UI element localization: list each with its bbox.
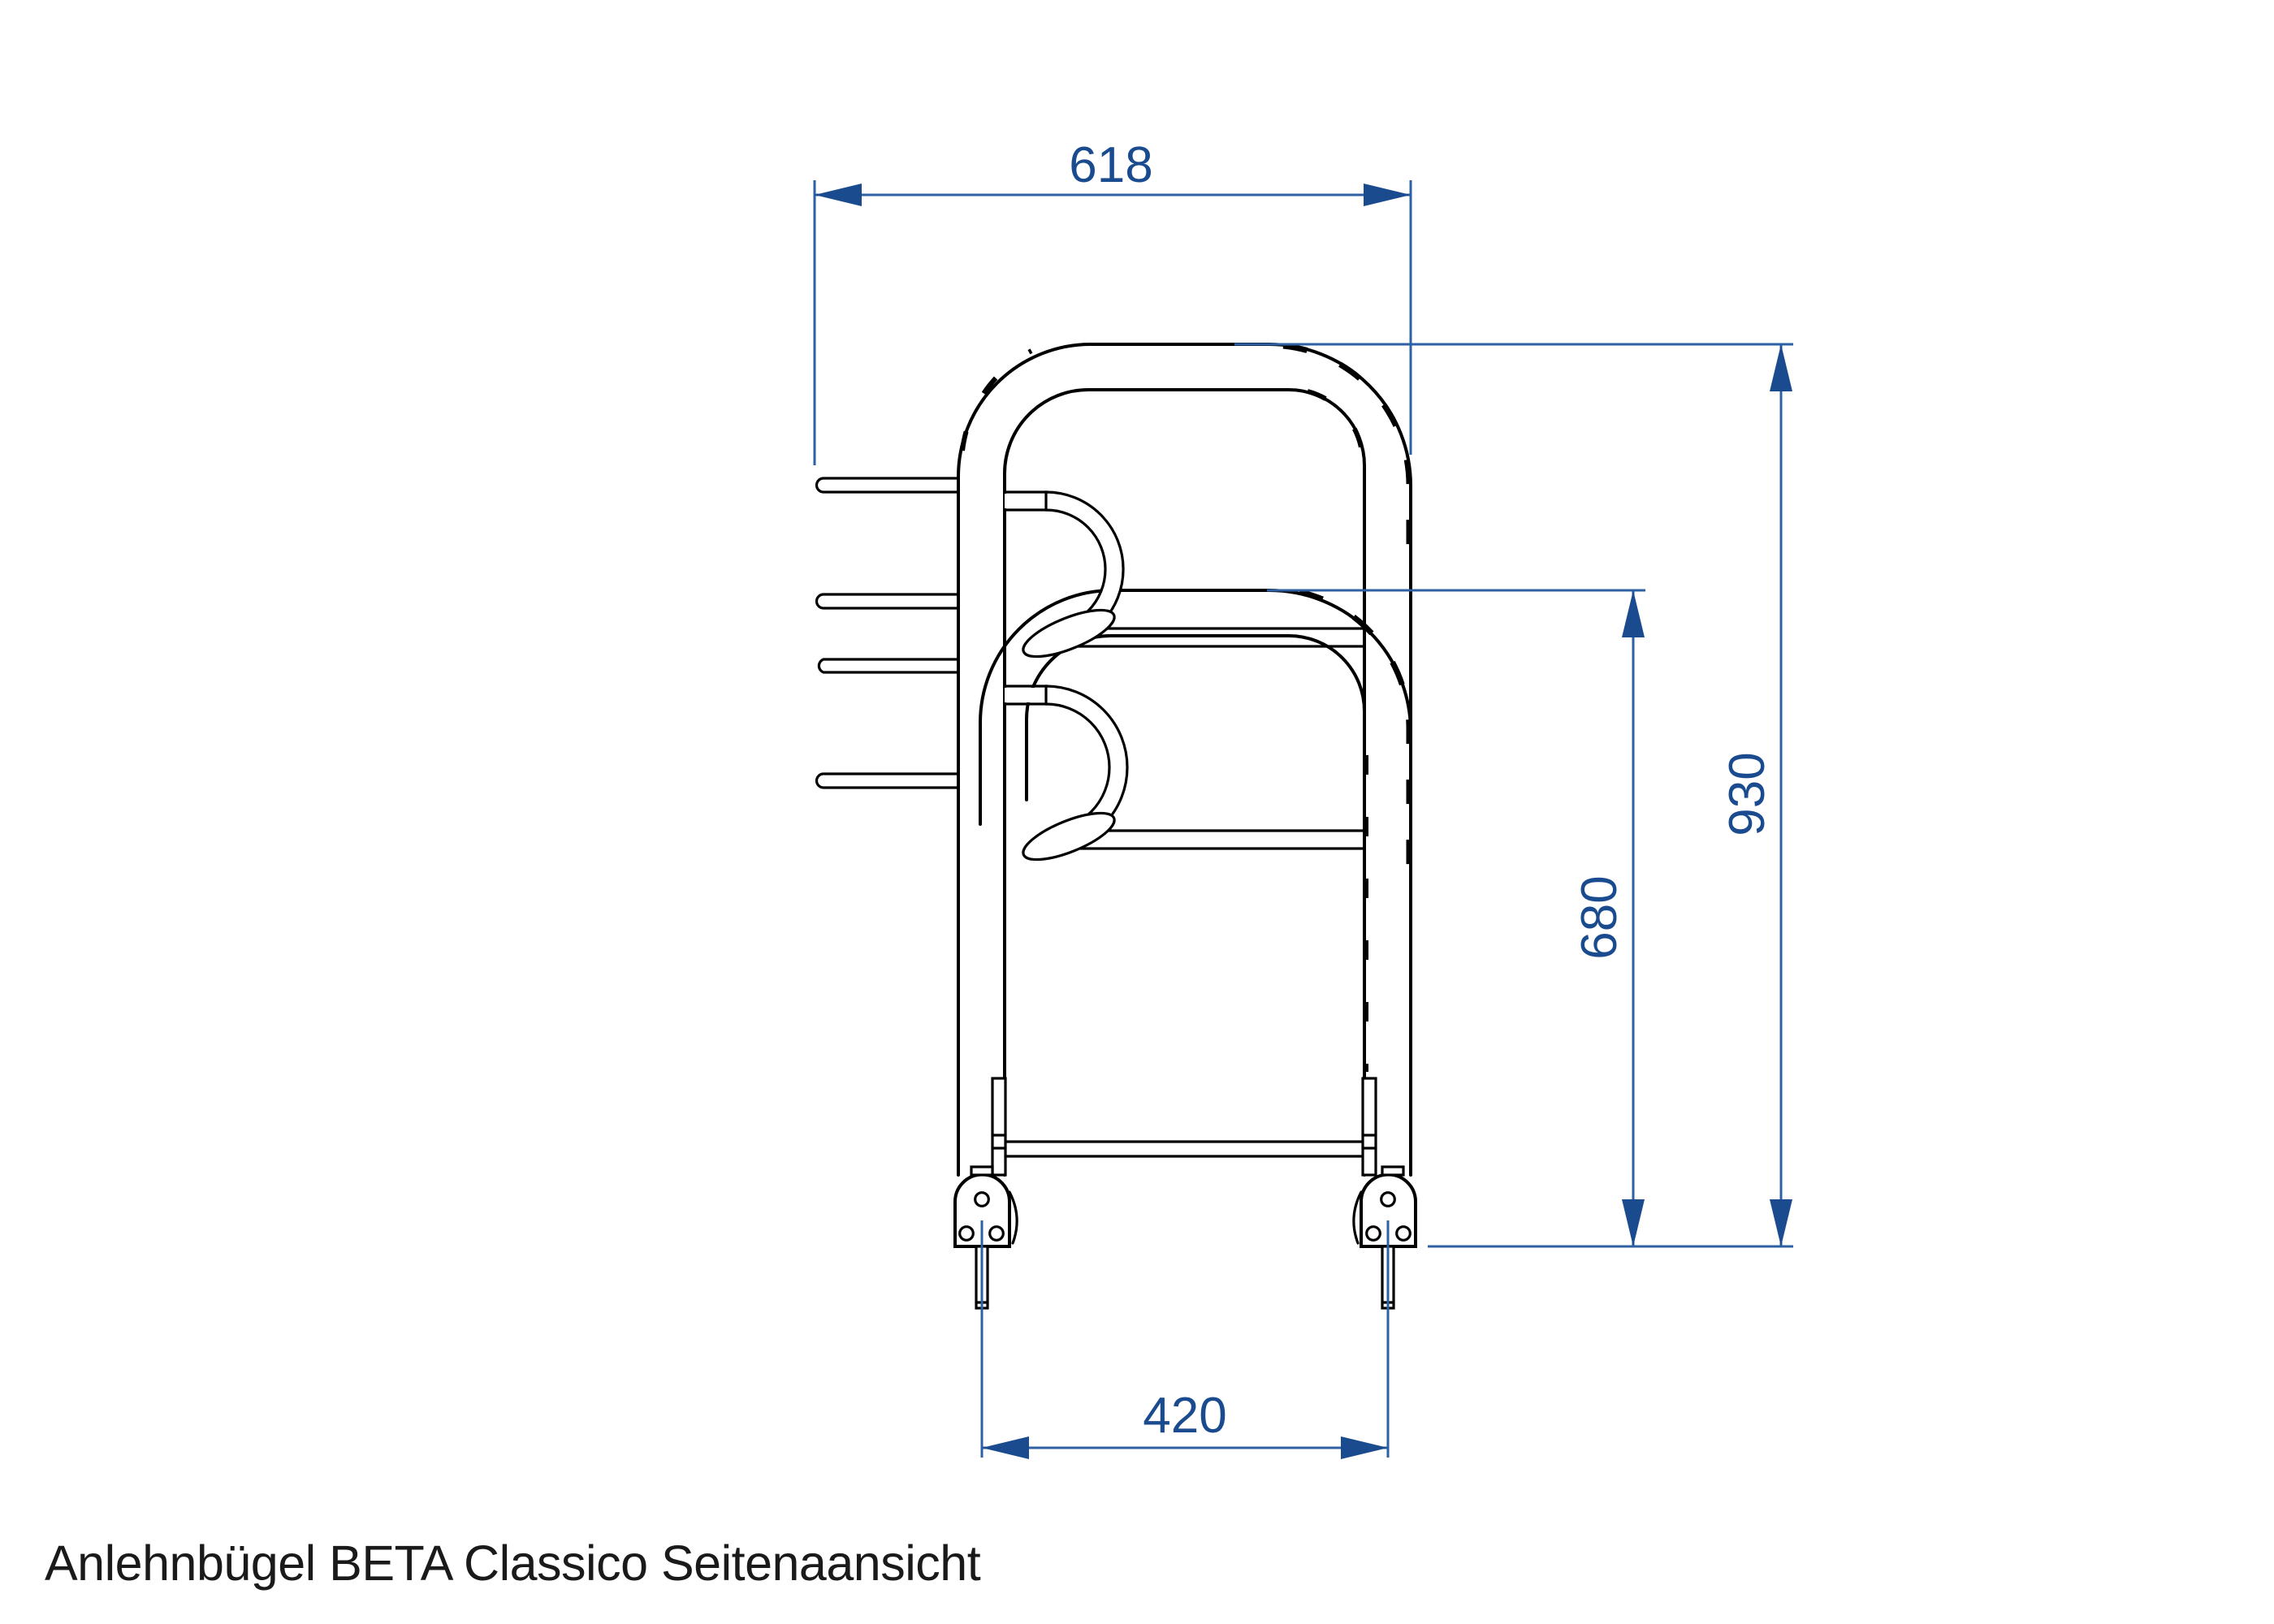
dash-top-right-arc	[1282, 343, 1412, 552]
dim-420-arrow-right	[1341, 1436, 1388, 1459]
dimension-618: 618	[813, 137, 1412, 465]
upper-rail-curl	[1003, 490, 1366, 659]
upper-curl-entry	[1003, 490, 1049, 512]
dim-420-arrow-left	[982, 1436, 1029, 1459]
left-bracket-hole-br	[988, 1225, 1005, 1242]
dash-top-right-inner-arc	[1307, 389, 1365, 464]
dim-420-value: 420	[1143, 1388, 1226, 1444]
bottom-crossbar	[1003, 1140, 1366, 1158]
left-bracket-bolt-cap	[970, 1165, 994, 1177]
rear-tube-dashes	[960, 343, 1412, 1072]
left-bracket-hole-top	[974, 1191, 990, 1207]
dim-618-arrow-right	[1364, 184, 1411, 206]
rail-stubs	[815, 477, 960, 789]
left-clamp-bar-notches	[991, 1134, 1007, 1150]
lower-hoop-inner-line	[1025, 634, 1366, 801]
dash-top-left-arc	[960, 348, 1033, 451]
dim-680-arrow-bottom	[1622, 1199, 1645, 1246]
dim-680-value: 680	[1571, 875, 1628, 959]
lower-hoop-outer-line	[979, 589, 1412, 826]
right-clamp-bar	[1361, 1077, 1377, 1177]
upper-curl-loop	[1022, 608, 1116, 659]
dimension-930: 930	[1234, 343, 1793, 1248]
rail-stub-1	[815, 477, 960, 494]
lower-curl-entry	[1003, 685, 1049, 706]
bottom-crossbar-lines	[1003, 1140, 1366, 1158]
right-bracket-hole-top	[1380, 1191, 1396, 1207]
right-bracket-hole-br	[1395, 1225, 1412, 1242]
dimension-420: 420	[980, 1220, 1390, 1459]
upper-curl-entry-fill	[1005, 494, 1048, 508]
drawing-caption: Anlehnbügel BETA Classico Seitenaansicht	[45, 1535, 981, 1591]
floor-bracket-left	[953, 1077, 1018, 1310]
right-bracket-hole-bl	[1365, 1225, 1381, 1242]
dim-618-arrow-left	[815, 184, 862, 206]
right-bracket-side-plate	[1352, 1190, 1363, 1245]
left-bracket-side-plate	[1008, 1190, 1018, 1245]
rail-stub-4	[815, 772, 960, 789]
left-bracket-hole-bl	[958, 1225, 975, 1242]
lower-curl-entry-fill	[1005, 688, 1048, 702]
rail-stub-2	[815, 593, 960, 610]
dim-930-value: 930	[1719, 752, 1775, 836]
right-clamp-bar-notches	[1361, 1134, 1377, 1150]
lower-rail-curl	[1003, 685, 1366, 862]
dim-618-value: 618	[1069, 137, 1152, 193]
right-bracket-bolt-cap	[1381, 1165, 1405, 1177]
left-clamp-bar	[991, 1077, 1007, 1177]
dim-930-arrow-top	[1770, 344, 1792, 391]
dim-930-arrow-bottom	[1770, 1199, 1792, 1246]
dim-680-arrow-top	[1622, 590, 1645, 637]
dimension-680: 680	[1267, 589, 1645, 1246]
floor-bracket-right	[1352, 1077, 1417, 1310]
lower-curl-loop	[1022, 811, 1116, 862]
lower-hoop	[979, 589, 1412, 826]
rail-stub-3	[817, 658, 960, 674]
dash-lower-right-arc	[1299, 589, 1412, 885]
